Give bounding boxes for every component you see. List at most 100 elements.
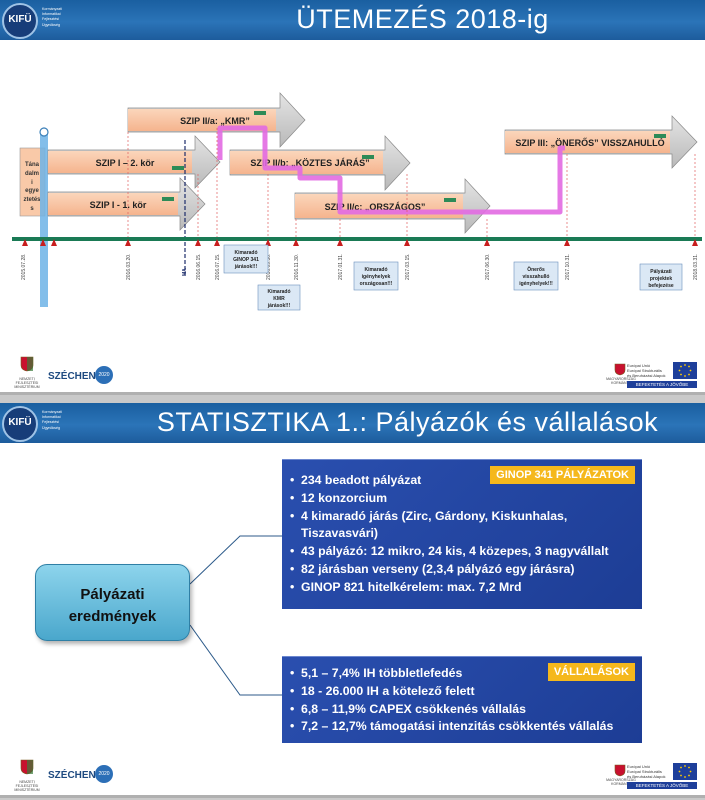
svg-text:járások!!!: járások!!! — [234, 264, 258, 270]
date-label: 2017.06.30. — [485, 254, 491, 280]
vallalasok-list: 5,1 – 7,4% IH többletlefedés 18 - 26.000… — [290, 665, 640, 736]
eu-logo: Európai Unió Európai Strukturális és Ber… — [597, 362, 697, 390]
timeline-ticks — [22, 239, 698, 246]
tanacs-pillar — [40, 132, 48, 307]
bar-label: SZIP III: „ÖNERŐS” VISSZAHULLÓ — [515, 137, 664, 148]
list-item: 7,2 – 12,7% támogatási intenzitás csökke… — [290, 718, 640, 736]
svg-text:Kimaradó: Kimaradó — [234, 250, 257, 256]
svg-text:Önerős: Önerős — [527, 266, 545, 273]
ministry-logo: NEMZETI FEJLESZTÉSI MINISZTÉRIUM — [12, 356, 42, 389]
page-title: ÜTEMEZÉS 2018-ig — [296, 4, 549, 34]
mk-crest-icon — [612, 362, 628, 376]
tanacs-line: s — [30, 206, 34, 212]
tanacs-line: egye — [25, 188, 39, 194]
list-item: 43 pályázó: 12 mikro, 24 kis, 4 közepes,… — [290, 543, 635, 561]
callout-orszagos: Kimaradó igényhelyek országosan!!! — [353, 261, 399, 291]
svg-text:igényhelyek: igényhelyek — [362, 274, 391, 280]
date-label: 2018.03.31. — [693, 254, 699, 280]
svg-text:visszahulló: visszahulló — [523, 274, 550, 280]
svg-text:KMR: KMR — [273, 296, 285, 302]
bar-szip-1-2: SZIP I – 2. kör — [47, 135, 221, 189]
center-box: Pályázati eredmények — [35, 564, 190, 641]
callout-oneros: Önerős visszahulló igényhelyek!!! — [513, 261, 559, 291]
list-item: GINOP 821 hitelkérelem: max. 7,2 Mrd — [290, 579, 635, 597]
svg-text:Pályázati: Pályázati — [650, 269, 672, 275]
list-item: 6,8 – 11,9% CAPEX csökkenés vállalás — [290, 701, 640, 719]
tanacs-line: Tána — [25, 162, 40, 168]
szechenyi-badge: 2020 — [95, 366, 113, 384]
svg-text:országosan!!!: országosan!!! — [360, 281, 393, 287]
svg-text:Kimaradó: Kimaradó — [267, 289, 290, 295]
eu-flag-icon — [673, 763, 697, 780]
callout-kmr: Kimaradó KMR járások!!! — [257, 284, 301, 311]
vallalasok-box: VÁLLALÁSOK 5,1 – 7,4% IH többletlefedés … — [282, 656, 642, 743]
date-label: 2015.07.28. — [21, 254, 27, 280]
svg-text:GINOP 341: GINOP 341 — [233, 257, 259, 263]
szechenyi-logo: SZÉCHENYI — [48, 770, 106, 781]
connector-lines — [189, 535, 282, 696]
timeline-axis — [12, 237, 702, 241]
pillar-cap — [39, 127, 49, 137]
list-item: 12 konzorcium — [290, 490, 635, 508]
slide-schedule: KIFÜ Kormányzati Informatikai Fejlesztés… — [0, 0, 705, 395]
kifu-logo: KIFÜ Kormányzati Informatikai Fejlesztés… — [2, 3, 72, 39]
mk-label: MAGYARORSZÁG KORMÁNYA — [606, 377, 636, 385]
list-item: 18 - 26.000 IH a kötelező felett — [290, 683, 640, 701]
szechenyi-logo: SZÉCHENYI — [48, 371, 106, 382]
svg-text:befejezése: befejezése — [648, 283, 674, 289]
bar-label: SZIP I - 1. kör — [90, 200, 147, 210]
progress-path — [217, 125, 565, 215]
bar-label: SZIP I – 2. kör — [96, 158, 155, 168]
list-item: 4 kimaradó járás (Zirc, Gárdony, Kiskunh… — [290, 508, 635, 544]
callout-befejezes: Pályázati projektek befejezése — [639, 263, 683, 291]
crest-icon — [20, 759, 34, 775]
eu-flag-icon — [673, 362, 697, 379]
crest-icon — [20, 356, 34, 372]
title-bar — [0, 0, 705, 40]
list-item: 5,1 – 7,4% IH többletlefedés — [290, 665, 640, 683]
tanacs-line: ztetés — [23, 197, 41, 203]
szechenyi-badge: 2020 — [95, 765, 113, 783]
eu-logo: Európai Unió Európai Strukturális és Ber… — [597, 763, 697, 791]
ginop-list: 234 beadott pályázat 12 konzorcium 4 kim… — [290, 472, 635, 597]
mk-label: MAGYARORSZÁG KORMÁNYA — [606, 778, 636, 786]
kifu-logo: KIFÜ Kormányzati Informatikai Fejlesztés… — [2, 406, 72, 442]
page-title: STATISZTIKA 1.: Pályázók és vállalások — [156, 407, 659, 437]
mk-crest-icon — [612, 763, 628, 777]
tanacs-line: i — [31, 180, 33, 186]
date-labels: 2015.07.28. 2016.03.20. 2016.06.15. 2016… — [21, 254, 699, 280]
bar-szip-2b: SZIP II/b: „KÖZTES JÁRÁS” — [229, 135, 411, 191]
svg-text:projektek: projektek — [650, 276, 672, 282]
date-label: 2016.09.30. — [266, 254, 272, 280]
footer-divider — [0, 392, 705, 395]
list-item: 82 járásban verseny (2,3,4 pályázó egy j… — [290, 561, 635, 579]
date-label: 2017.01.31. — [338, 254, 344, 280]
today-label: MA — [182, 268, 188, 276]
svg-text:Kimaradó: Kimaradó — [364, 267, 387, 273]
schedule-diagram: Tána dalm i egye ztetés s SZIP II/a: „KM… — [12, 92, 702, 311]
bar-szip-2c: SZIP II/c: „ORSZÁGOS” — [294, 178, 491, 234]
tanacs-line: dalm — [25, 171, 39, 177]
date-markers — [127, 128, 696, 238]
bar-label: SZIP II/a: „KMR” — [180, 116, 250, 126]
footer-divider — [0, 795, 705, 798]
svg-text:igényhelyek!!!: igényhelyek!!! — [519, 281, 553, 287]
bar-szip-3: SZIP III: „ÖNERŐS” VISSZAHULLÓ — [504, 115, 698, 169]
ginop-box: GINOP 341 PÁLYÁZATOK 234 beadott pályáza… — [282, 459, 642, 609]
date-label: 2017.10.31. — [565, 254, 571, 280]
title-bar — [0, 403, 705, 443]
callouts: Kimaradó GINOP 341 járások!!! Kimaradó K… — [223, 244, 683, 311]
bar-label: SZIP II/b: „KÖZTES JÁRÁS” — [250, 158, 369, 168]
date-label: 2016.06.15. — [196, 254, 202, 280]
list-item: 234 beadott pályázat — [290, 472, 635, 490]
date-label: 2017.03.15. — [405, 254, 411, 280]
date-label: 2016.07.15. — [215, 254, 221, 280]
bar-szip-1-1: SZIP I - 1. kör — [47, 177, 206, 231]
bar-label: SZIP II/c: „ORSZÁGOS” — [325, 202, 426, 212]
date-label: 2016.03.20. — [126, 254, 132, 280]
svg-text:járások!!!: járások!!! — [267, 303, 291, 309]
date-label: 2016.11.30. — [294, 254, 300, 280]
callout-ginop: Kimaradó GINOP 341 járások!!! — [223, 244, 269, 274]
bar-szip-2a: SZIP II/a: „KMR” — [127, 92, 306, 148]
slide-statistics: KIFÜ Kormányzati Informatikai Fejlesztés… — [0, 403, 705, 798]
